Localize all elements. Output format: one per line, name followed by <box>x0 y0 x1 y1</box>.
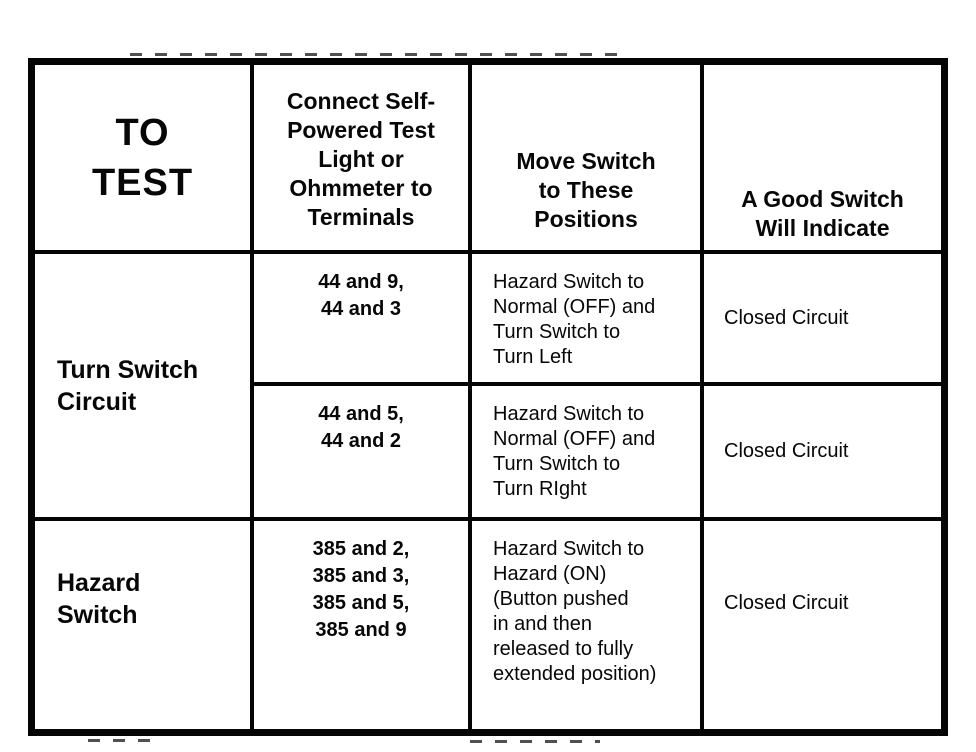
header-move-switch-label: Move Switch to These Positions <box>516 148 656 232</box>
positions-row-2-value: Hazard Switch to Normal (OFF) and Turn S… <box>493 403 656 500</box>
header-to-test-label: TO TEST <box>91 111 194 204</box>
indication-row-1-value: Closed Circuit <box>724 306 849 329</box>
row-label-turn-switch-circuit: Turn Switch Circuit <box>35 254 250 517</box>
terminals-row-3-value: 385 and 2, 385 and 3, 385 and 5, 385 and… <box>312 538 410 641</box>
terminals-row-1-value: 44 and 9, 44 and 3 <box>318 271 404 320</box>
header-connect-terminals: Connect Self- Powered Test Light or Ohmm… <box>254 65 468 250</box>
positions-row-1-value: Hazard Switch to Normal (OFF) and Turn S… <box>493 271 656 368</box>
header-good-switch: A Good Switch Will Indicate <box>704 65 941 250</box>
cell-indication-row-1: Closed Circuit <box>704 254 941 382</box>
scan-artifact-bottom-left <box>88 739 158 742</box>
cell-positions-row-2: Hazard Switch to Normal (OFF) and Turn S… <box>472 386 700 517</box>
row-label-hazard-switch: Hazard Switch <box>35 521 250 729</box>
header-connect-terminals-label: Connect Self- Powered Test Light or Ohmm… <box>286 88 436 230</box>
header-to-test: TO TEST <box>35 65 250 250</box>
switch-test-table: TO TEST Connect Self- Powered Test Light… <box>28 58 948 736</box>
indication-row-2-value: Closed Circuit <box>724 440 849 462</box>
cell-indication-row-2: Closed Circuit <box>704 386 941 517</box>
positions-row-3-value: Hazard Switch to Hazard (ON) (Button pus… <box>493 538 657 685</box>
cell-indication-row-3: Closed Circuit <box>704 521 941 729</box>
scan-artifact-bottom-middle <box>470 740 600 743</box>
header-move-switch: Move Switch to These Positions <box>472 65 700 250</box>
turn-switch-circuit-label: Turn Switch Circuit <box>57 355 199 416</box>
indication-row-3-value: Closed Circuit <box>724 592 849 614</box>
scan-artifact-top <box>130 53 630 56</box>
hazard-switch-label: Hazard Switch <box>57 569 141 629</box>
cell-positions-row-1: Hazard Switch to Normal (OFF) and Turn S… <box>472 254 700 382</box>
cell-terminals-row-2: 44 and 5, 44 and 2 <box>254 386 468 517</box>
cell-terminals-row-1: 44 and 9, 44 and 3 <box>254 254 468 382</box>
cell-positions-row-3: Hazard Switch to Hazard (ON) (Button pus… <box>472 521 700 729</box>
terminals-row-2-value: 44 and 5, 44 and 2 <box>318 403 404 452</box>
cell-terminals-row-3: 385 and 2, 385 and 3, 385 and 5, 385 and… <box>254 521 468 729</box>
header-good-switch-label: A Good Switch Will Indicate <box>741 185 904 241</box>
